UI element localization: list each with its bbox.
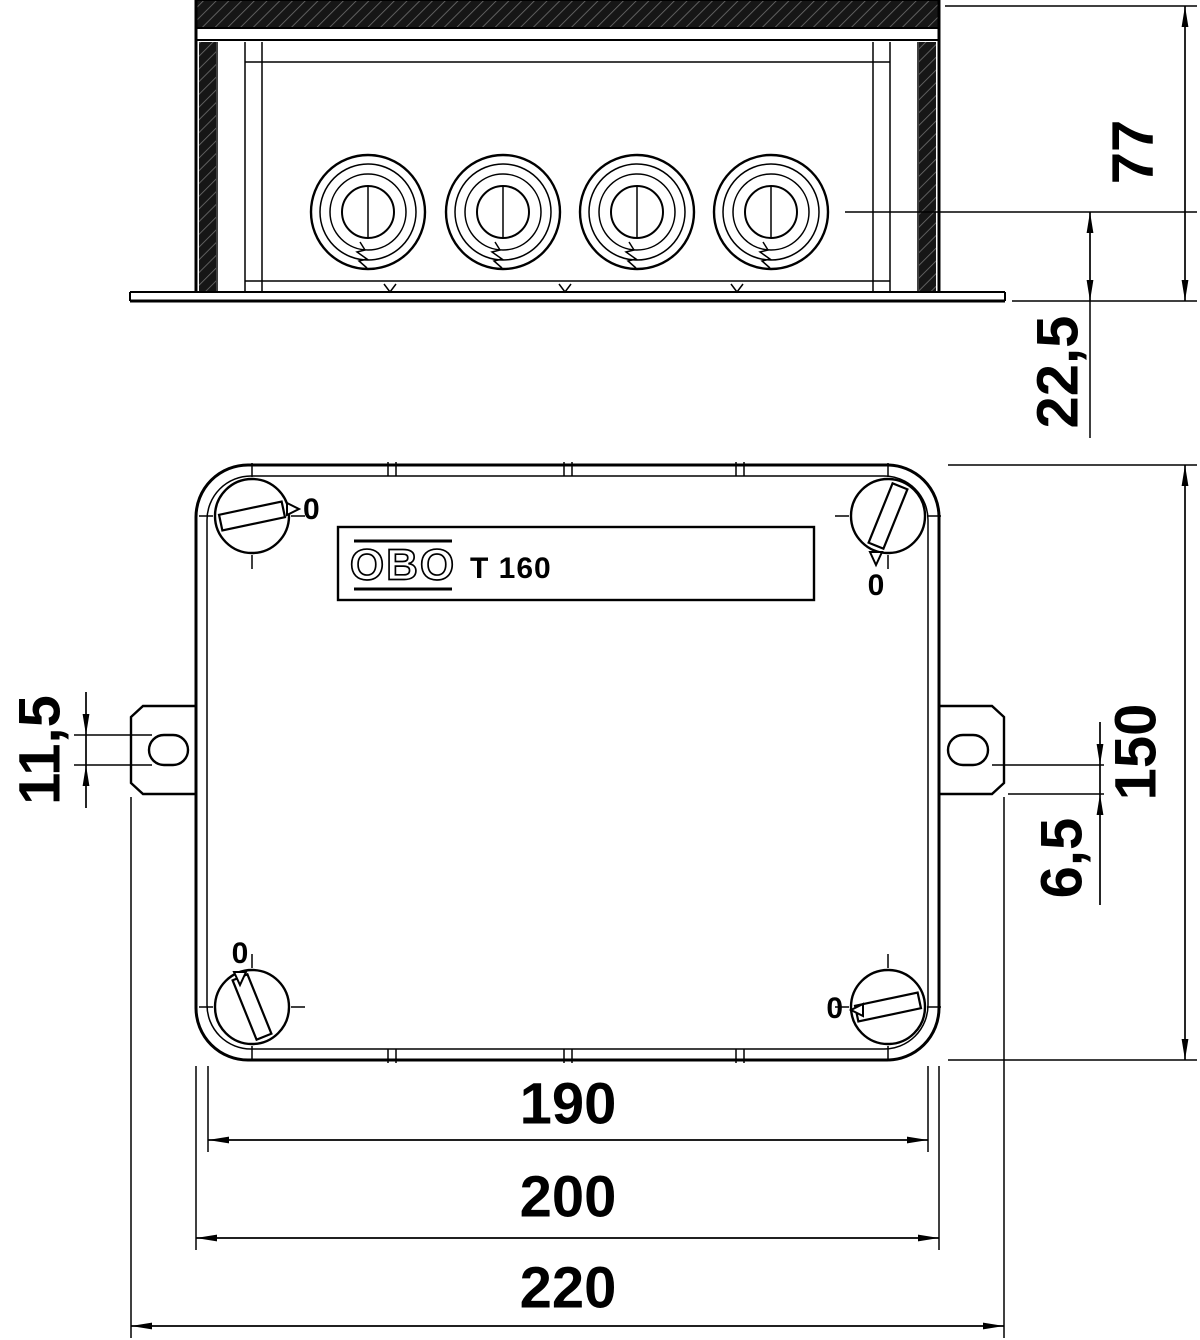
left-post-hatch (199, 42, 216, 292)
pointer-triangle-icon (868, 551, 884, 568)
brand-logo: OBO (350, 541, 456, 590)
dim-label-220: 220 (520, 1256, 617, 1321)
dimension-220: 220 (130, 797, 1005, 1338)
left-tab-slot (147, 733, 190, 767)
cable-entry-grommets (309, 153, 830, 271)
edge-marks (387, 462, 745, 1063)
right-tab (939, 704, 1006, 796)
screw-top-left: 0 (197, 461, 320, 571)
grommet-3 (578, 153, 696, 271)
screw-slot (217, 500, 287, 532)
screw-slot (853, 991, 923, 1023)
dim-label-77: 77 (1101, 120, 1166, 185)
dim-label-150: 150 (1104, 704, 1169, 801)
screw-top-right: 0 (833, 461, 943, 602)
right-post-hatch (919, 42, 936, 292)
dim-label-6-5: 6,5 (1030, 818, 1095, 899)
grommet-2 (444, 153, 562, 271)
corner-screws: 0 0 0 0 (197, 461, 943, 1062)
screw-slot (867, 481, 909, 551)
front-view: 0 0 0 0 (8, 461, 1197, 1338)
screw-bottom-right: 0 (826, 952, 943, 1062)
right-tab-slot (946, 733, 990, 767)
dimension-150: 150 (948, 464, 1197, 1061)
dim-label-200: 200 (520, 1165, 617, 1230)
dimension-77: 77 (845, 5, 1197, 302)
screw-zero-label: 0 (232, 937, 249, 970)
dim-label-190: 190 (520, 1072, 617, 1137)
mounting-tabs (129, 704, 1006, 796)
dimension-22-5: 22,5 (1026, 212, 1094, 438)
label-plate: OBO T 160 (336, 525, 816, 602)
pointer-triangle-icon (232, 971, 248, 988)
lid-section-band (195, 0, 940, 29)
lid-inner-outline (206, 475, 929, 1050)
base-mark-2 (558, 283, 572, 294)
side-view: 77 22,5 (129, 0, 1197, 438)
dim-label-22-5: 22,5 (1026, 316, 1091, 429)
pointer-triangle-icon (848, 1002, 864, 1018)
model-label: T 160 (470, 552, 552, 585)
label-plate-frame (336, 525, 816, 602)
dim-label-11-5: 11,5 (8, 695, 73, 805)
dimension-200: 200 (195, 1066, 940, 1250)
pointer-triangle-icon (286, 501, 302, 517)
dimension-6-5: 6,5 (992, 722, 1104, 905)
screw-zero-label: 0 (826, 992, 843, 1025)
grommet-1 (309, 153, 427, 271)
dimension-190: 190 (207, 1066, 929, 1152)
screw-bottom-left: 0 (197, 937, 307, 1062)
left-tab (129, 704, 196, 796)
dimension-11-5: 11,5 (8, 692, 152, 808)
screw-zero-label: 0 (303, 493, 320, 526)
base-mark-1 (383, 283, 397, 294)
grommet-4 (712, 153, 830, 271)
base-mark-3 (730, 283, 744, 294)
box-outline (194, 463, 941, 1062)
screw-zero-label: 0 (868, 569, 885, 602)
screw-slot (231, 972, 273, 1042)
